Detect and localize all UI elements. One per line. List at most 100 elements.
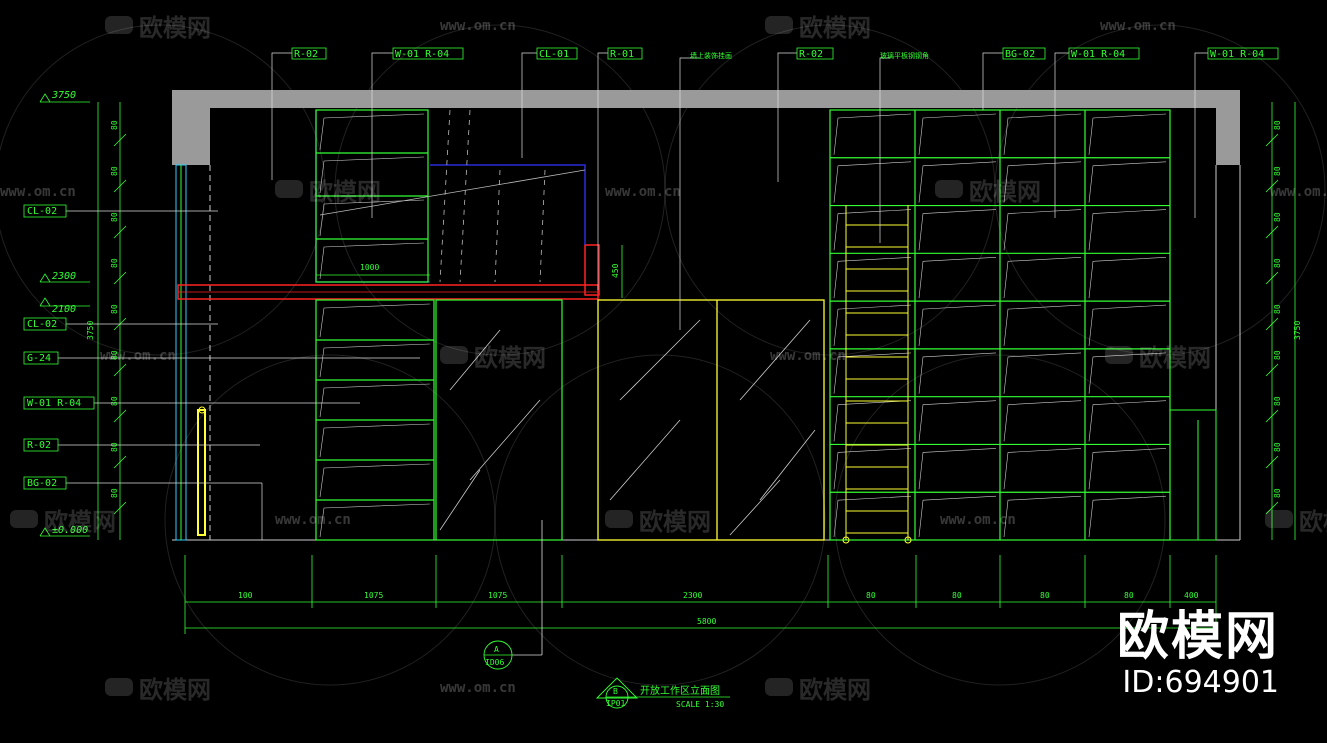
- dim-slash: [1265, 455, 1279, 469]
- watermark-logo: 欧模网: [139, 14, 211, 42]
- watermark-url: www.om.cn: [440, 18, 516, 34]
- watermark-logo-icon: [1265, 510, 1293, 528]
- beam-mezzanine: [177, 244, 600, 300]
- right-shelf-books: [1088, 352, 1167, 394]
- step-label-left: 80: [110, 396, 119, 406]
- watermark-logo-icon: [275, 180, 303, 198]
- level-2: 2100: [52, 304, 76, 315]
- tag-top-5: BG-02: [1005, 49, 1035, 60]
- right-shelf-books: [918, 400, 997, 442]
- step-label-left: 80: [110, 488, 119, 498]
- level-1: 2300: [52, 271, 76, 282]
- upper-left-shelf-books: [319, 156, 425, 194]
- right-shelf-books: [833, 257, 912, 299]
- step-label-right: 80: [1273, 442, 1282, 452]
- right-shelf-books: [1088, 400, 1167, 442]
- bookshelf-lower-left: [315, 299, 435, 541]
- right-shelf-books: [1088, 161, 1167, 203]
- dim-bottom-4: 80: [866, 591, 876, 600]
- dim-beam-width: 1000: [360, 263, 379, 272]
- dim-slash: [1265, 133, 1279, 147]
- watermarks: 欧模网欧模网欧模网欧模网欧模网欧模网欧模网欧模网欧模网欧模网欧模网www.om.…: [0, 14, 1327, 704]
- brand-overlay: 欧模网 ID:694901: [1117, 608, 1279, 700]
- step-label-left: 80: [110, 350, 119, 360]
- brand-id: ID:694901: [1122, 665, 1279, 700]
- glass-hatch-line: [729, 479, 781, 536]
- watermark-url: www.om.cn: [440, 680, 516, 696]
- right-shelf-books: [918, 304, 997, 346]
- right-shelf-books: [1003, 113, 1082, 155]
- tag-left-3: W-01 R-04: [27, 398, 81, 409]
- material-tags-top: R-02 W-01 R-04 CL-01 R-01 R-02 BG-02 W-0…: [291, 47, 1279, 60]
- right-wall-detail: [1169, 409, 1217, 541]
- watermark-url: www.om.cn: [100, 348, 176, 364]
- right-shelf-books: [833, 161, 912, 203]
- material-tags-left: CL-02 CL-02 G-24 W-01 R-04 R-02 BG-02: [23, 204, 95, 490]
- step-label-right: 80: [1273, 212, 1282, 222]
- tag-leader: [371, 52, 393, 218]
- right-shelf-books: [918, 113, 997, 155]
- right-shelf-books: [918, 495, 997, 538]
- right-shelf-books: [833, 495, 912, 538]
- right-shelf-books: [1003, 209, 1082, 251]
- dim-slash: [1265, 225, 1279, 239]
- brand-name: 欧模网: [1116, 607, 1279, 667]
- glass-hatch-line: [469, 399, 541, 481]
- right-shelf-books: [833, 113, 912, 155]
- upper-left-shelf-books: [319, 242, 425, 280]
- glass-hatch-line: [449, 329, 501, 391]
- step-label-left: 80: [110, 120, 119, 130]
- tag-left-5: BG-02: [27, 478, 57, 489]
- tag-top-3: R-01: [610, 49, 634, 60]
- dim-slash: [1265, 501, 1279, 515]
- level-markers: [39, 93, 90, 537]
- ladder-wheel: [904, 536, 912, 544]
- right-shelf-books: [918, 257, 997, 299]
- title-letter: B: [613, 687, 618, 696]
- right-shelf-books: [918, 448, 997, 490]
- right-shelf-books: [833, 400, 912, 442]
- ceiling-section: [172, 90, 1240, 165]
- tag-top-7: W-01 R-04: [1210, 49, 1264, 60]
- watermark-logo-icon: [765, 16, 793, 34]
- watermark-logo: 欧模网: [969, 178, 1041, 206]
- dim-bottom-3: 2300: [683, 591, 702, 600]
- right-shelf-books: [1088, 257, 1167, 299]
- dim-slash: [1265, 409, 1279, 423]
- right-shelf-books: [833, 209, 912, 251]
- tag-top-2: CL-01: [539, 49, 569, 60]
- right-shelf-books: [1003, 448, 1082, 490]
- dim-bottom-6: 80: [1040, 591, 1050, 600]
- upper-left-shelf-books: [319, 199, 425, 237]
- watermark-logo-icon: [440, 346, 468, 364]
- note-top-1: 玻璃平板钢钢角: [880, 51, 929, 60]
- lower-left-shelf-books: [319, 383, 431, 418]
- step-label-right: 80: [1273, 304, 1282, 314]
- lower-left-shelf-books: [319, 343, 431, 378]
- watermark-logo: 欧模网: [799, 14, 871, 42]
- dim-slash: [113, 501, 127, 515]
- watermark-url: www.om.cn: [940, 512, 1016, 528]
- title-block: B IP01 开放工作区立面图 SCALE 1:30: [595, 677, 730, 709]
- dimension-labels: 100 1075 1075 2300 80 80 80 80 400 5800 …: [86, 263, 1302, 626]
- dim-right-total: 3750: [1293, 321, 1302, 340]
- tag-left-4: R-02: [27, 440, 51, 451]
- glass-hatch-line: [609, 419, 681, 501]
- watermark-logo: 欧模网: [44, 508, 116, 536]
- step-label-right: 80: [1273, 488, 1282, 498]
- watermark-logo-icon: [1105, 346, 1133, 364]
- tag-top-0: R-02: [294, 49, 318, 60]
- watermark-logo: 欧模网: [474, 344, 546, 372]
- step-label-right: 80: [1273, 166, 1282, 176]
- dim-slash: [1265, 317, 1279, 331]
- step-label-left: 80: [110, 442, 119, 452]
- dim-slash: [113, 225, 127, 239]
- step-label-left: 80: [110, 258, 119, 268]
- level-0: 3750: [51, 90, 76, 101]
- watermark-url: www.om.cn: [605, 184, 681, 200]
- tag-left-0: CL-02: [27, 206, 57, 217]
- step-label-right: 80: [1273, 120, 1282, 130]
- dim-slash: [113, 271, 127, 285]
- tag-leader: [1054, 52, 1069, 218]
